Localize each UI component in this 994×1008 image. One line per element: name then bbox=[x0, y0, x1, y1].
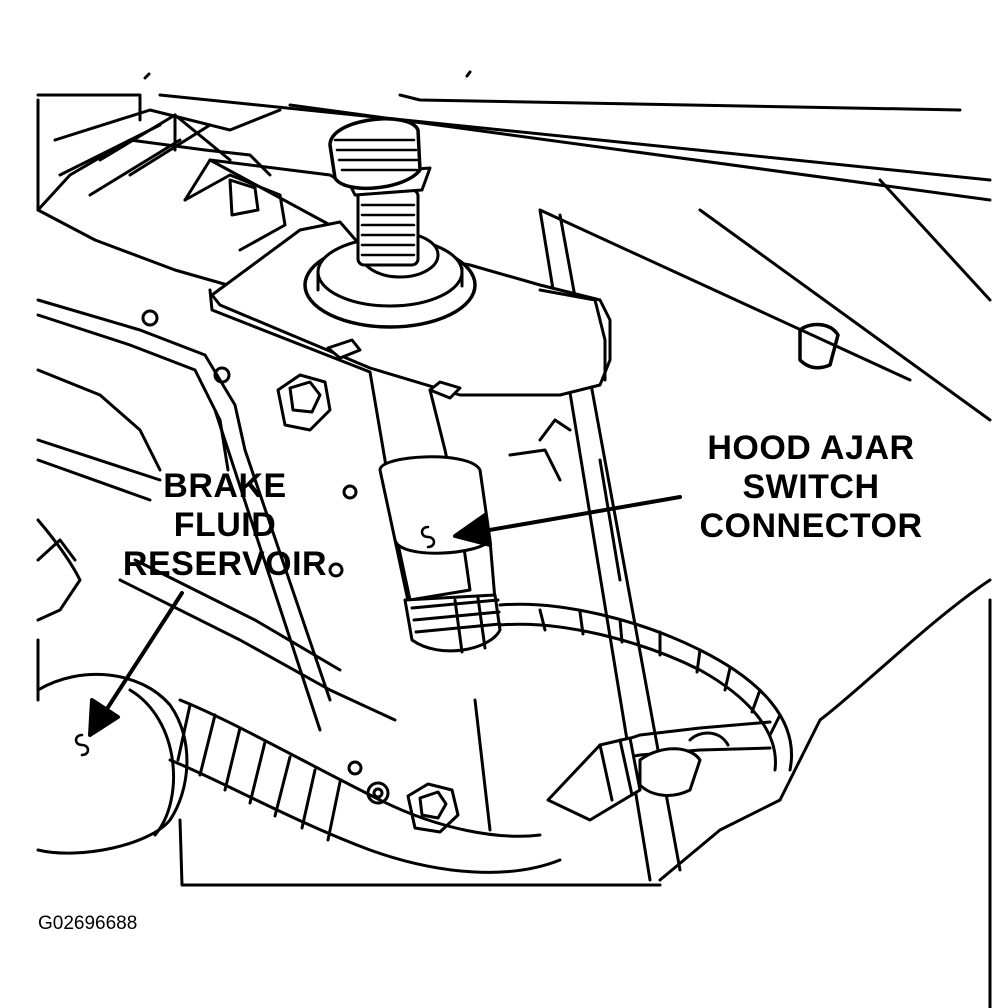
brake-fluid-label-line-1: BRAKE bbox=[163, 467, 287, 505]
hood-ajar-label-line-1: HOOD AJAR bbox=[707, 429, 915, 467]
hood-ajar-leader-line bbox=[476, 495, 682, 534]
brake-fluid-reservoir-label: BRAKE FLUID RESERVOIR bbox=[105, 467, 345, 584]
wiring-harness bbox=[168, 602, 793, 874]
leader-arrows bbox=[74, 495, 682, 757]
figure-code: G02696688 bbox=[38, 913, 138, 934]
brake-fluid-label-line-3: RESERVOIR bbox=[122, 545, 328, 583]
hood-ajar-switch-connector-label: HOOD AJAR SWITCH CONNECTOR bbox=[676, 429, 946, 546]
hood-ajar-arrowhead bbox=[453, 513, 492, 547]
lower-right-panel bbox=[178, 578, 992, 1008]
brake-fluid-leader-line bbox=[101, 591, 184, 717]
brake-fluid-label-line-2: FLUID bbox=[173, 506, 277, 544]
hood-ajar-label-line-3: CONNECTOR bbox=[699, 507, 923, 545]
hood-ajar-switch bbox=[303, 117, 502, 654]
brake-fluid-arrowhead bbox=[88, 698, 120, 737]
hood-ajar-label-line-2: SWITCH bbox=[742, 468, 880, 506]
